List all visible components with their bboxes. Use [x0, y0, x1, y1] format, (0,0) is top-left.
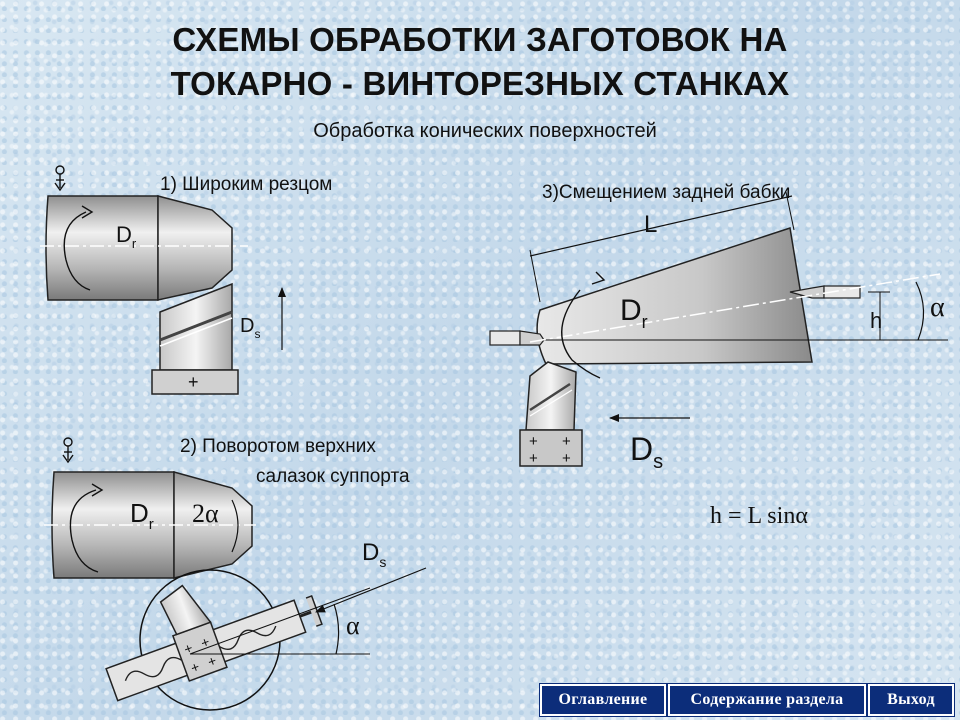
svg-text:+: +	[562, 450, 571, 467]
svg-text:+: +	[188, 372, 199, 392]
nav-contents-button[interactable]: Оглавление	[540, 684, 666, 716]
method-3-dr-label: Dr	[620, 294, 648, 332]
workpiece-cone	[157, 195, 233, 301]
method-3-ds-label: Ds	[630, 431, 663, 473]
method-2-alpha-label: α	[346, 611, 360, 640]
tool-holder	[151, 369, 239, 395]
method-1-label: 1) Широким резцом	[160, 174, 333, 195]
workpiece-cylinder	[45, 195, 159, 301]
tool-holder	[519, 429, 583, 467]
title-line-1: СХЕМЫ ОБРАБОТКИ ЗАГОТОВОК НА	[172, 21, 788, 58]
method-2-ds-label: Ds	[362, 539, 386, 570]
svg-text:+: +	[529, 433, 538, 450]
offset-h-label: h	[870, 308, 882, 333]
svg-text:+: +	[562, 433, 571, 450]
page-title: СХЕМЫ ОБРАБОТКИ ЗАГОТОВОК НА ТОКАРНО - В…	[0, 18, 960, 106]
method-3-figure: L h α Dr + + + + Ds	[489, 191, 948, 529]
method-2-label-line1: 2) Поворотом верхних	[180, 436, 376, 457]
method-3-alpha-label: α	[930, 292, 945, 323]
method-1-figure: Dr + Ds	[40, 165, 286, 395]
method-2-dr-label: Dr	[130, 498, 154, 533]
length-label: L	[644, 211, 657, 238]
spindle-symbol-icon	[54, 165, 66, 192]
method-2-figure: Dr 2α + + + + α Ds	[44, 437, 427, 711]
two-alpha-label: 2α	[192, 499, 219, 528]
method-1-ds-label: Ds	[240, 315, 260, 341]
method-1-dr-label: Dr	[116, 222, 137, 251]
tapered-workpiece	[536, 227, 813, 365]
spindle-symbol-icon	[62, 437, 74, 464]
method-2-label-line2: салазок суппорта	[256, 466, 410, 487]
title-line-2: ТОКАРНО - ВИНТОРЕЗНЫХ СТАНКАХ	[170, 65, 790, 102]
feed-arrow-icon	[315, 567, 427, 613]
nav-exit-button[interactable]: Выход	[868, 684, 954, 716]
method-3-label: 3)Смещением задней бабки	[542, 182, 791, 203]
formula: h = L sinα	[710, 503, 808, 529]
subtitle: Обработка конических поверхностей	[313, 120, 657, 142]
svg-text:+: +	[529, 450, 538, 467]
nav-section-button[interactable]: Содержание раздела	[668, 684, 866, 716]
